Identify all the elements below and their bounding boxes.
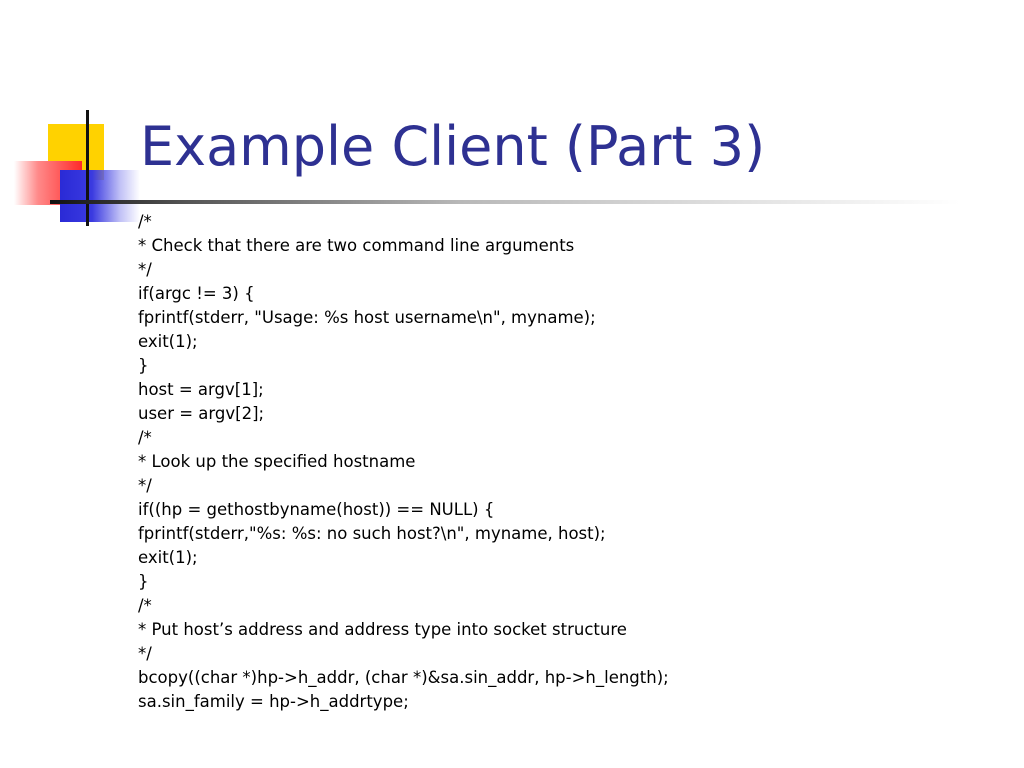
slide-title: Example Client (Part 3) (140, 115, 766, 178)
code-line: exit(1); (138, 548, 198, 567)
code-line: sa.sin_family = hp->h_addrtype; (138, 692, 409, 711)
code-line: } (138, 356, 149, 375)
code-line: /* (138, 212, 152, 231)
code-line: exit(1); (138, 332, 198, 351)
code-line: /* (138, 428, 152, 447)
code-line: /* (138, 596, 152, 615)
code-line: bcopy((char *)hp->h_addr, (char *)&sa.si… (138, 668, 669, 687)
code-line: host = argv[1]; (138, 380, 264, 399)
code-line: if((hp = gethostbyname(host)) == NULL) { (138, 500, 495, 519)
code-line: */ (138, 644, 152, 663)
code-line: fprintf(stderr,"%s: %s: no such host?\n"… (138, 524, 606, 543)
code-line: */ (138, 476, 152, 495)
code-line: fprintf(stderr, "Usage: %s host username… (138, 308, 596, 327)
code-line: if(argc != 3) { (138, 284, 255, 303)
code-line: * Check that there are two command line … (138, 236, 575, 255)
code-line: * Put host’s address and address type in… (138, 620, 627, 639)
decorative-vertical-line (86, 110, 89, 226)
code-listing: /* * Check that there are two command li… (138, 210, 669, 714)
code-line: } (138, 572, 149, 591)
code-line: */ (138, 260, 152, 279)
title-underline-rule (50, 200, 960, 204)
code-line: * Look up the specified hostname (138, 452, 416, 471)
decorative-blue-gradient-block (60, 170, 140, 222)
code-line: user = argv[2]; (138, 404, 265, 423)
